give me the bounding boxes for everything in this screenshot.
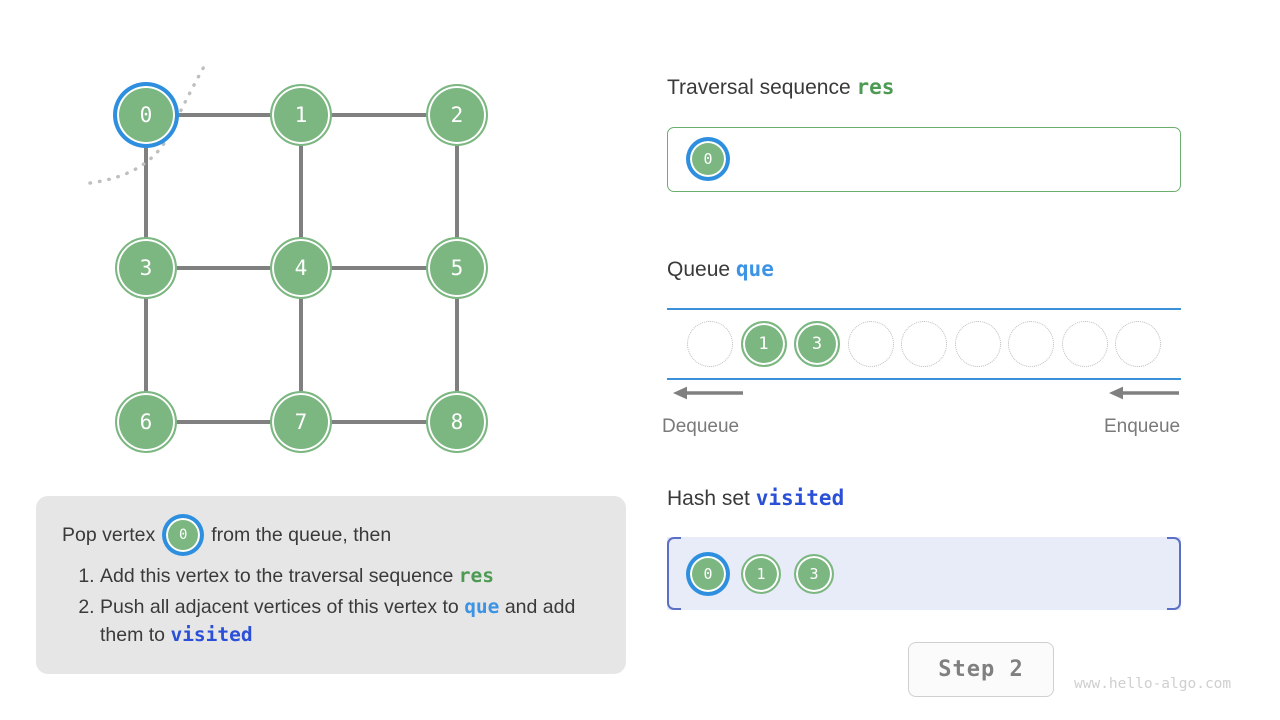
graph-vertex-label: 3 <box>139 256 153 280</box>
graph-vertex-label: 2 <box>450 103 464 127</box>
enqueue-label: Enqueue <box>1104 416 1181 437</box>
caption-step-1-code: res <box>458 564 495 587</box>
visited-item: 0 <box>688 554 728 594</box>
queue-slot-empty <box>687 321 733 367</box>
graph-vertex-6[interactable]: 6 <box>115 391 177 453</box>
step-badge-label: Step 2 <box>938 657 1024 682</box>
graph-vertex-label: 0 <box>139 103 153 127</box>
caption-text-before: Pop vertex <box>62 523 156 546</box>
queue-slot-filled: 3 <box>794 321 840 367</box>
graph-vertex-1[interactable]: 1 <box>270 84 332 146</box>
queue-title-code: que <box>735 257 774 281</box>
queue-line-top <box>667 308 1181 310</box>
queue-slot-empty <box>901 321 947 367</box>
graph-vertex-0[interactable]: 0 <box>115 84 177 146</box>
visited-title-plain: Hash set <box>667 487 750 510</box>
graph-vertex-label: 4 <box>294 256 308 280</box>
caption-step-1-text: Add this vertex to the traversal sequenc… <box>100 565 459 587</box>
caption-text-after: from the queue, then <box>211 523 392 546</box>
graph-edge <box>173 420 274 424</box>
caption-step-2-code-visited: visited <box>170 623 253 647</box>
caption-step-1: Add this vertex to the traversal sequenc… <box>100 562 600 591</box>
graph-panel: 0 1 2 3 4 5 6 7 8 <box>0 0 640 490</box>
graph-vertex-label: 1 <box>294 103 308 127</box>
graph-edge <box>144 295 148 395</box>
graph-edge <box>299 142 303 241</box>
watermark: www.hello-algo.com <box>1074 676 1232 692</box>
queue-slot-label: 3 <box>811 334 823 354</box>
caption-step-2: Push all adjacent vertices of this verte… <box>100 593 600 650</box>
graph-vertex-4[interactable]: 4 <box>270 237 332 299</box>
queue-slot-empty <box>1115 321 1161 367</box>
graph-edge <box>455 142 459 241</box>
queue-slot-empty <box>1008 321 1054 367</box>
queue-slot-empty <box>954 321 1001 367</box>
caption-step-2-text2: and add them to <box>100 595 576 647</box>
graph-vertex-2[interactable]: 2 <box>426 84 488 146</box>
graph-vertex-label: 7 <box>294 410 308 434</box>
queue-line-bottom <box>667 378 1181 380</box>
graph-edge <box>173 113 274 117</box>
caption-step-list: Add this vertex to the traversal sequenc… <box>62 562 600 650</box>
res-section-title: Traversal sequence res <box>667 75 894 100</box>
enqueue-arrow-icon <box>1109 386 1179 400</box>
res-item: 0 <box>688 139 728 179</box>
queue-slot-filled: 1 <box>740 321 787 367</box>
graph-vertex-7[interactable]: 7 <box>270 391 332 453</box>
visited-section-title: Hash set visited <box>667 486 844 511</box>
res-title-plain: Traversal sequence <box>667 76 851 99</box>
graph-edge <box>328 266 430 270</box>
visited-item-label: 3 <box>809 565 819 583</box>
graph-edge <box>328 113 430 117</box>
queue-slot-empty <box>847 321 894 367</box>
graph-vertex-5[interactable]: 5 <box>426 237 488 299</box>
graph-edge <box>144 142 148 241</box>
graph-edge <box>455 295 459 395</box>
queue-title-plain: Queue <box>667 258 731 281</box>
visited-item: 1 <box>741 554 781 594</box>
dequeue-label: Dequeue <box>662 416 740 437</box>
caption-step-2-text: Push all adjacent vertices of this verte… <box>100 595 465 618</box>
graph-edge <box>328 420 430 424</box>
visited-bracket-right <box>1167 537 1181 610</box>
visited-item-label: 1 <box>756 565 766 583</box>
caption-line-1: Pop vertex 0 from the queue, then <box>62 516 600 554</box>
queue-slot-label: 1 <box>758 334 769 354</box>
res-title-code: res <box>856 75 895 99</box>
dequeue-arrow-icon <box>673 386 743 400</box>
graph-vertex-label: 8 <box>450 410 464 434</box>
graph-vertex-3[interactable]: 3 <box>115 237 177 299</box>
res-container <box>667 127 1181 192</box>
graph-edge <box>299 295 303 395</box>
caption-vertex-badge: 0 <box>164 516 203 554</box>
visited-title-code: visited <box>755 486 845 510</box>
visited-bracket-left <box>667 537 681 610</box>
step-badge: Step 2 <box>908 642 1054 697</box>
caption-step-2-code-que: que <box>464 594 500 618</box>
caption-box: Pop vertex 0 from the queue, then Add th… <box>36 496 626 674</box>
graph-edge <box>173 266 274 270</box>
caption-vertex-label: 0 <box>179 527 188 543</box>
visited-item-label: 0 <box>703 565 713 583</box>
graph-vertex-8[interactable]: 8 <box>426 391 488 453</box>
visited-item: 3 <box>794 554 834 594</box>
queue-section-title: Queue que <box>667 257 774 282</box>
res-item-label: 0 <box>703 150 713 168</box>
queue-slot-empty <box>1061 321 1108 367</box>
graph-vertex-label: 5 <box>450 256 464 280</box>
graph-vertex-label: 6 <box>139 410 153 434</box>
